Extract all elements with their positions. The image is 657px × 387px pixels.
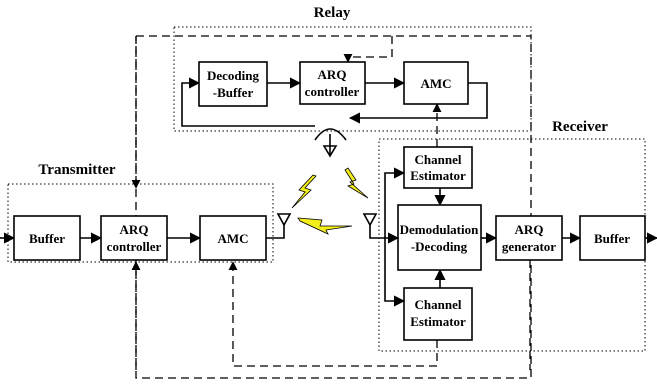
rx-ce-bottom-line2: Estimator: [410, 314, 466, 329]
rx-arq-line1: ARQ: [515, 222, 544, 237]
relay-arq-controller-block: ARQ controller: [299, 61, 366, 105]
tx-buffer-block: Buffer: [13, 215, 81, 261]
rx-arq-line2: generator: [502, 239, 556, 254]
rx-demodulation-decoding-block: Demodulation -Decoding: [397, 204, 482, 271]
relay-decoding-buffer-line2: -Buffer: [213, 85, 254, 100]
feedback-to-relay-arq: [343, 36, 393, 63]
rx-ce-top-line1: Channel: [415, 152, 462, 167]
lightning-tx-rx-icon: [297, 217, 353, 235]
relay-arq-line2: controller: [305, 84, 360, 99]
rx-antenna-icon: [362, 213, 378, 227]
rx-channel-estimator-bottom-block: Channel Estimator: [403, 287, 473, 341]
tx-arq-line2: controller: [107, 239, 162, 254]
relay-region: [173, 26, 532, 132]
outer-feedback-loop: [135, 35, 532, 379]
relay-amc-block: AMC: [403, 61, 469, 105]
rx-to-channel-estimator-top: [384, 167, 406, 238]
rx-ce-top-line2: Estimator: [410, 168, 466, 183]
tx-arq-line1: ARQ: [120, 222, 149, 237]
rx-demod-line1: Demodulation: [400, 222, 480, 237]
tx-amc-label: AMC: [217, 231, 248, 246]
lightning-tx-relay-icon: [291, 174, 317, 209]
relay-amc-to-antenna: [348, 82, 488, 124]
rx-buffer-label: Buffer: [594, 231, 630, 246]
tx-amc-block: AMC: [199, 215, 267, 261]
rx-antenna-to-demod: [369, 225, 400, 244]
rx-to-channel-estimator-bottom: [384, 238, 406, 307]
relay-decoding-buffer-line1: Decoding: [207, 68, 260, 83]
rx-ce-bottom-line1: Channel: [415, 297, 462, 312]
relay-arq-line1: ARQ: [318, 67, 347, 82]
relay-antenna-to-decbuf: [181, 77, 315, 127]
tx-arq-controller-block: ARQ controller: [100, 215, 168, 261]
lightning-relay-rx-icon: [344, 167, 369, 199]
relay-decoding-buffer-block: Decoding -Buffer: [198, 61, 268, 107]
tx-buffer-label: Buffer: [29, 231, 65, 246]
rx-demod-line2: -Decoding: [411, 239, 468, 254]
transmitter-title: Transmitter: [38, 162, 116, 178]
rx-arq-generator-block: ARQ generator: [495, 215, 563, 261]
rx-buffer-block: Buffer: [579, 215, 646, 261]
relay-antenna-icon: [314, 128, 347, 158]
relay-amc-label: AMC: [420, 76, 451, 91]
channel-estimator-to-tx-amc: [228, 261, 438, 367]
receiver-title: Receiver: [552, 119, 608, 135]
relay-title: Relay: [314, 5, 351, 21]
tx-antenna-icon: [276, 213, 292, 227]
rx-channel-estimator-top-block: Channel Estimator: [403, 146, 473, 189]
tx-amc-to-antenna: [266, 225, 285, 239]
